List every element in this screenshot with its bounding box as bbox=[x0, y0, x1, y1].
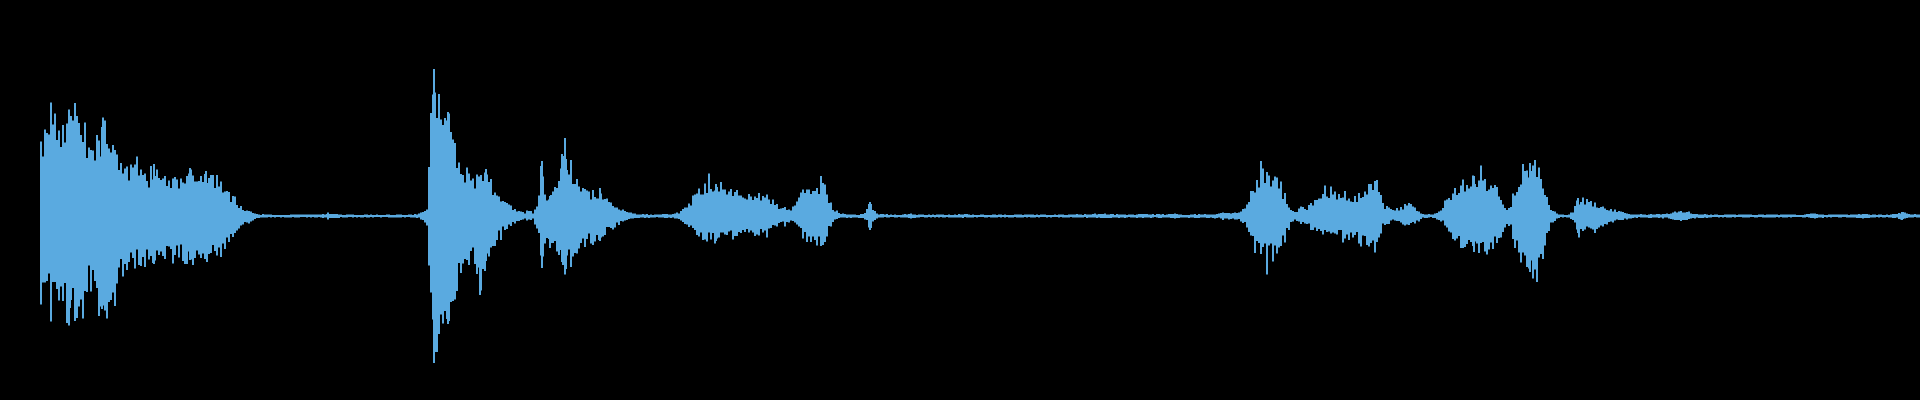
waveform-background bbox=[40, 16, 1920, 400]
waveform-svg bbox=[40, 16, 1920, 400]
waveform-spikes-path bbox=[69, 69, 1903, 363]
audio-waveform-display bbox=[40, 16, 1920, 400]
waveform-path bbox=[40, 92, 1920, 353]
